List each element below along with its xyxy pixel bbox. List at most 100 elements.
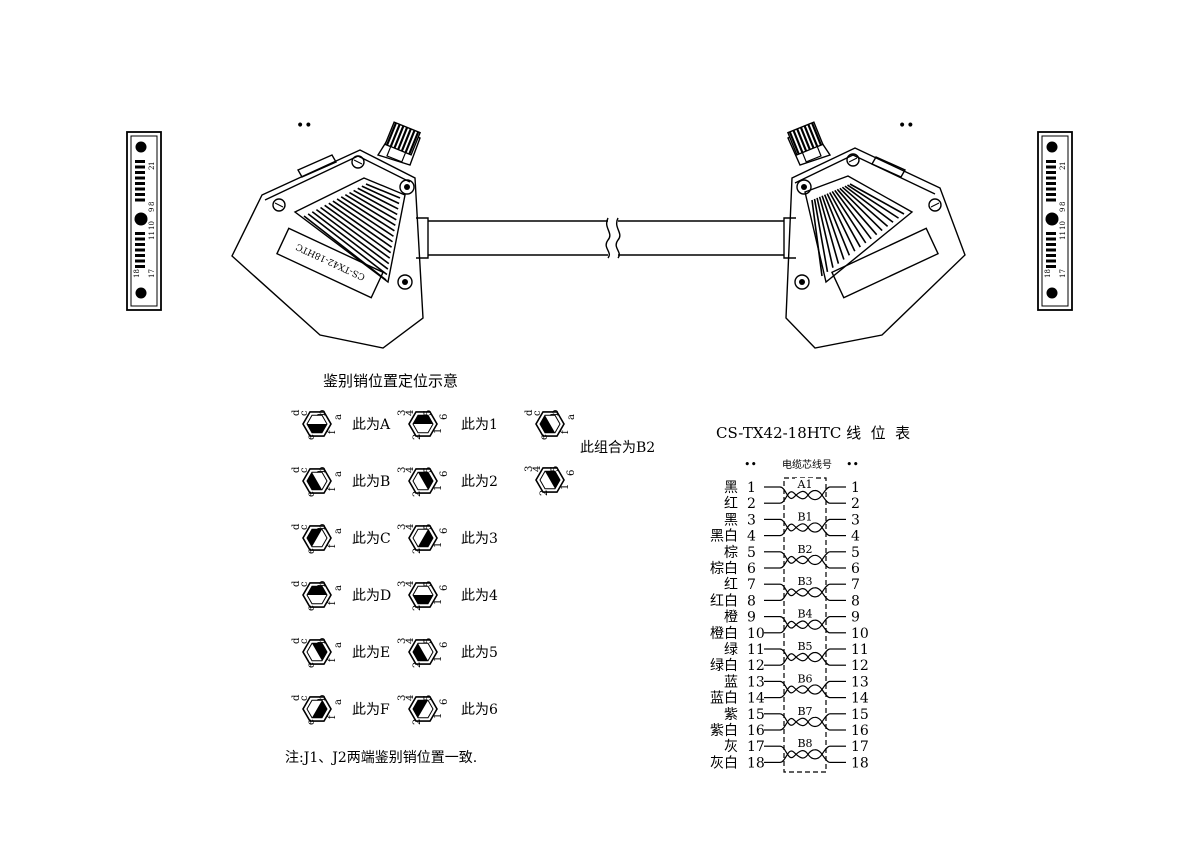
knurl-line bbox=[400, 128, 412, 152]
key-position-letter: 5 bbox=[423, 581, 434, 587]
key-position-letter: c bbox=[299, 524, 310, 530]
strip-screw bbox=[135, 141, 147, 153]
key-position-letter: 2 bbox=[412, 662, 423, 668]
right-connector-marks: •• bbox=[898, 118, 915, 134]
combo-label: 此组合为B2 bbox=[580, 440, 655, 456]
wire-color: 蓝白 bbox=[710, 691, 738, 707]
left-pin-number: 5 bbox=[747, 545, 756, 561]
pair-label: B4 bbox=[797, 608, 812, 621]
strip-pin bbox=[135, 182, 145, 185]
key-position-letter: b bbox=[317, 638, 328, 644]
grip-hatch-line bbox=[836, 188, 878, 236]
wire-color: 黑 bbox=[724, 480, 738, 496]
key-position-letter: 6 bbox=[439, 414, 450, 420]
key-position-letter: 4 bbox=[405, 638, 416, 644]
right-pin-number: 4 bbox=[851, 529, 860, 545]
key-position-letter: f bbox=[327, 486, 338, 491]
key-position-letter: e bbox=[306, 719, 317, 725]
strip-pin bbox=[135, 259, 145, 263]
wire-color: 黑 bbox=[724, 512, 738, 528]
strip-pin bbox=[1046, 171, 1056, 174]
strip-pin-number: 11 bbox=[148, 231, 156, 240]
wire-table-title: CS-TX42-18HTC 线 位 表 bbox=[716, 424, 910, 442]
grip-hatch-line bbox=[307, 213, 388, 276]
strip-pin bbox=[135, 198, 145, 202]
left-pin-number: 6 bbox=[747, 561, 756, 577]
pair-label: A1 bbox=[797, 478, 813, 491]
key-pin-fill bbox=[540, 471, 560, 489]
key-position-letter: 6 bbox=[439, 585, 450, 591]
strip-screw bbox=[134, 212, 148, 226]
key-position-letter: a bbox=[333, 585, 344, 591]
strip-pin-number: 18 bbox=[1044, 269, 1052, 278]
key-position-letter: 6 bbox=[439, 471, 450, 477]
knurl-line bbox=[807, 123, 819, 148]
grip-hatch-line bbox=[332, 200, 393, 243]
grip-hatch-line bbox=[831, 191, 867, 244]
key-position-letter: e bbox=[306, 605, 317, 611]
key-position-letter: 6 bbox=[566, 470, 577, 476]
knurl-line bbox=[397, 126, 409, 151]
key-position-letter: d bbox=[291, 694, 302, 701]
pair-label: B1 bbox=[797, 510, 812, 523]
strip-pin bbox=[135, 248, 145, 252]
left-connector-label: CS-TX42-18HTC bbox=[295, 241, 367, 282]
pair-label: B6 bbox=[797, 672, 812, 685]
wire-color: 红 bbox=[724, 577, 738, 593]
left-pin-number: 10 bbox=[747, 626, 765, 642]
key-position-letter: 4 bbox=[405, 524, 416, 530]
key-position-letter: b bbox=[317, 695, 328, 701]
grip-hatch-line bbox=[357, 187, 399, 210]
grip-hatch-line bbox=[324, 204, 392, 254]
right-pin-number: 17 bbox=[851, 739, 869, 755]
left-pin-number: 16 bbox=[747, 723, 765, 739]
right-pin-number: 14 bbox=[851, 691, 869, 707]
right-pin-number: 9 bbox=[851, 610, 860, 626]
key-position-letter: b bbox=[317, 524, 328, 530]
key-position-letter: 3 bbox=[397, 524, 408, 530]
key-position-letter: 3 bbox=[397, 410, 408, 416]
key-pin-fill bbox=[307, 643, 327, 661]
key-position-letter: 4 bbox=[405, 467, 416, 473]
grip-hatch-line bbox=[315, 208, 390, 265]
key-position-letter: e bbox=[306, 491, 317, 497]
strip-pin bbox=[135, 237, 145, 241]
right-pin-number: 18 bbox=[851, 755, 869, 771]
strip-pin bbox=[1046, 254, 1056, 257]
knurl-line bbox=[408, 131, 420, 155]
key-position-letter: f bbox=[560, 429, 571, 434]
number-key-label: 此为6 bbox=[461, 702, 498, 718]
strip-screw bbox=[1045, 212, 1059, 226]
key-position-letter: 4 bbox=[532, 466, 543, 472]
grip-hatch-line bbox=[847, 184, 899, 219]
grip-hatch-line bbox=[340, 196, 395, 232]
strip-pin bbox=[1046, 176, 1056, 180]
key-position-letter: a bbox=[333, 642, 344, 648]
left-pin-number: 12 bbox=[747, 658, 765, 674]
key-position-letter: 1 bbox=[560, 484, 571, 490]
twisted-pair: B5 bbox=[779, 640, 831, 666]
strip-pin-number: 1 bbox=[148, 162, 156, 166]
wire-color: 黑白 bbox=[710, 529, 738, 545]
strip-pin bbox=[135, 243, 145, 246]
number-key-label: 此为1 bbox=[461, 417, 498, 433]
strip-pin-number: 9 bbox=[148, 208, 156, 212]
key-position-letter: 2 bbox=[412, 605, 423, 611]
number-key-label: 此为4 bbox=[461, 588, 498, 604]
right-pin-number: 6 bbox=[851, 561, 860, 577]
key-position-letter: d bbox=[291, 523, 302, 530]
strip-pin bbox=[135, 254, 145, 257]
key-pin-fill bbox=[307, 424, 327, 433]
strip-pin bbox=[1046, 193, 1056, 196]
grip-hatch-line bbox=[834, 189, 872, 240]
letter-key-label: 此为C bbox=[352, 531, 391, 547]
grip-hatch-line bbox=[353, 189, 398, 216]
strip-pin bbox=[1046, 165, 1056, 169]
pair-label: B2 bbox=[797, 543, 812, 556]
knurl-line bbox=[792, 129, 804, 154]
